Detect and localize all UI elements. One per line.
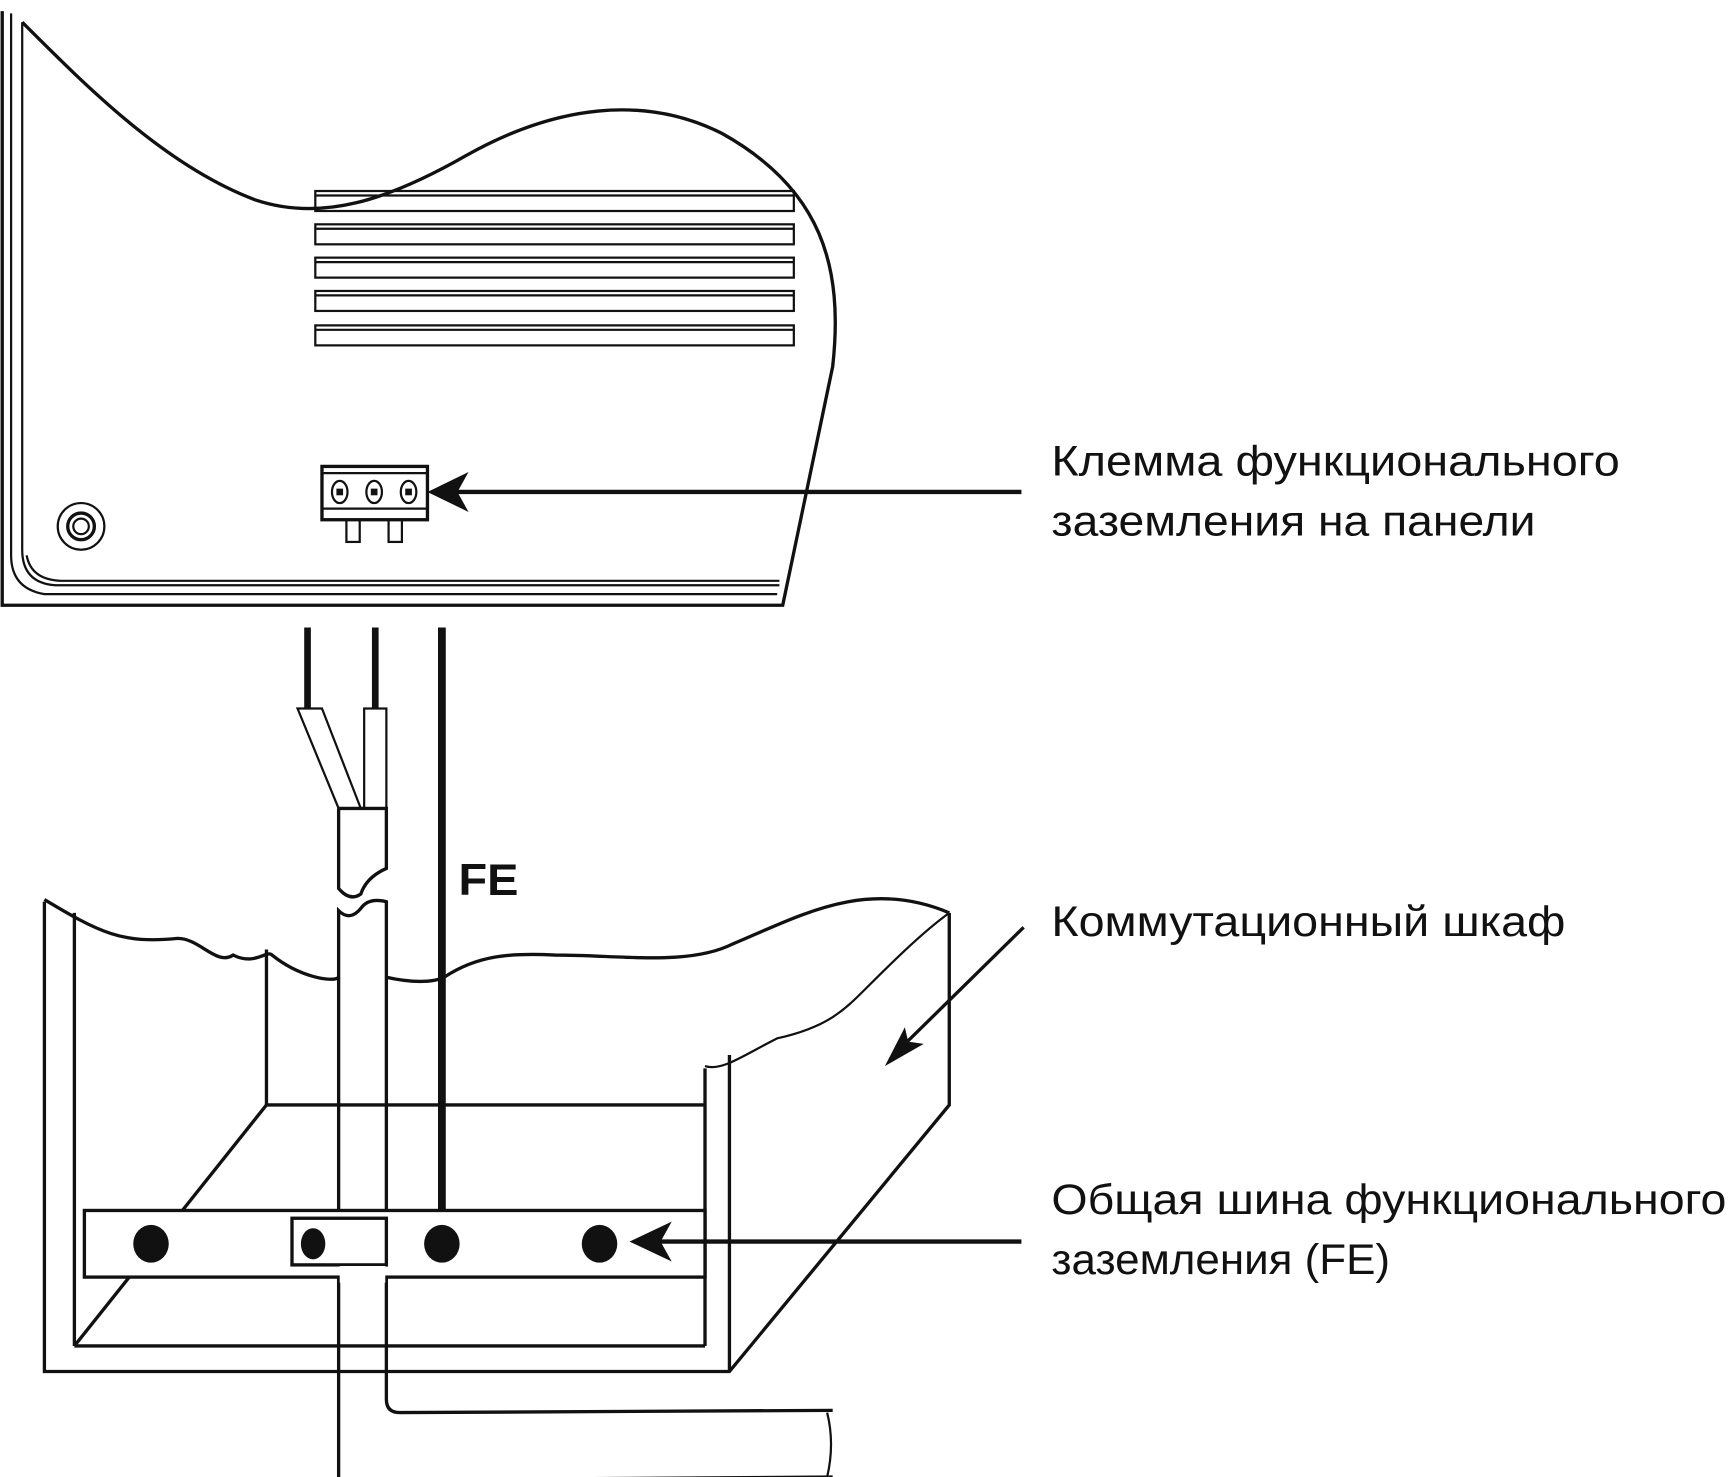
fe-terminal-block-icon [320,464,430,544]
fe-busbar [82,1208,707,1283]
vent-slots [314,189,795,347]
label-cabinet: Коммутационный шкаф [1051,898,1565,945]
callout-arrow-terminal [427,471,1022,512]
label-busbar-line1: Общая шина функционального [1051,1176,1726,1223]
fe-wire-label: FE [459,856,519,905]
callout-arrow-busbar [629,1221,1022,1262]
label-busbar-line2: заземления (FE) [1051,1236,1390,1283]
switch-cabinet [42,897,951,1374]
label-panel-terminal-line1: Клемма функционального [1051,437,1619,484]
callout-arrow-cabinet [884,926,1025,1067]
label-panel-terminal-line2: заземления на панели [1051,497,1535,544]
operator-panel [0,11,837,607]
mounting-screw-icon [56,501,106,551]
power-cable [295,627,833,1477]
